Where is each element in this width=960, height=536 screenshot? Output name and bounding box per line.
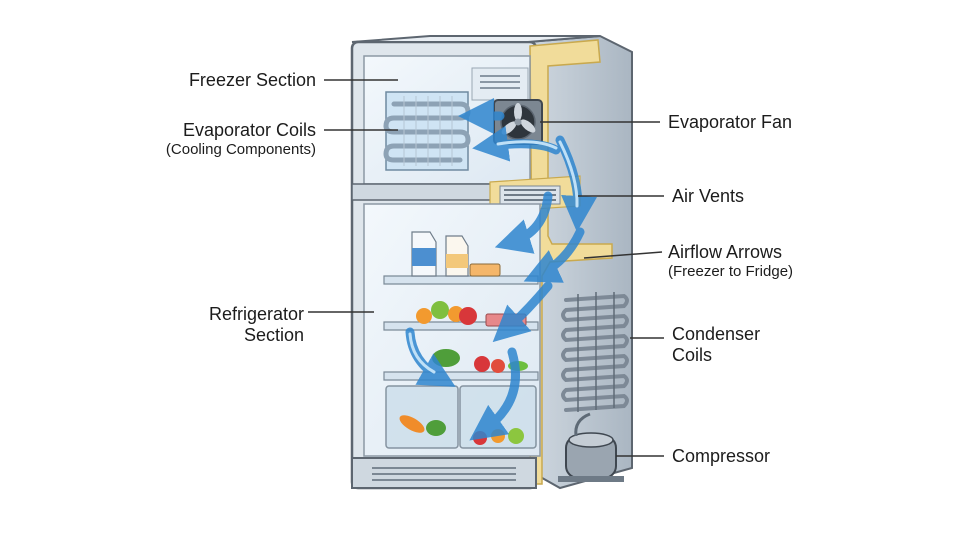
evaporator-fan [493,99,543,145]
condenser-coils [561,293,629,412]
condenser-coils-label: Condenser Coils [672,324,760,366]
refrigerator-section-line1: Refrigerator [208,304,304,324]
freezer-section-label: Freezer Section [189,70,316,91]
evaporator-coils [383,91,471,171]
freezer-section-text: Freezer Section [188,70,316,90]
milk-carton-icon [411,231,437,277]
air-vents-label: Air Vents [672,186,744,207]
air-vents-text: Air Vents [672,186,745,206]
airflow-arrows-label: Airflow Arrows (Freezer to Fridge) [668,242,793,281]
airflow-arrows-text: Airflow Arrows [668,242,783,262]
fruit-group-icon [416,301,477,325]
condenser-coils-line1: Condenser [672,324,761,344]
kick-plate [351,457,537,489]
leader-airflow-arrows [583,251,663,259]
condenser-coil-rails [577,292,615,412]
evaporator-coils-text: Evaporator Coils [182,120,316,140]
evaporator-coils-subtext: (Cooling Components) [165,141,316,158]
juice-bottle-icon [445,235,469,277]
food-container-icon [469,263,501,277]
evaporator-coils-label: Evaporator Coils (Cooling Components) [166,120,316,159]
condenser-coils-line2: Coils [672,345,713,365]
compressor-label: Compressor [672,446,770,467]
airflow-arrow-highlights [408,140,579,374]
leader-lines [308,79,664,457]
airflow-arrows-subtext: (Freezer to Fridge) [668,263,794,280]
refrigerator-section-label: Refrigerator Section [209,304,304,346]
compressor-text: Compressor [672,446,771,466]
refrigerator-section-line2: Section [243,325,304,345]
compressor [558,412,624,482]
evaporator-fan-text: Evaporator Fan [668,112,793,132]
evaporator-fan-label: Evaporator Fan [668,112,792,133]
